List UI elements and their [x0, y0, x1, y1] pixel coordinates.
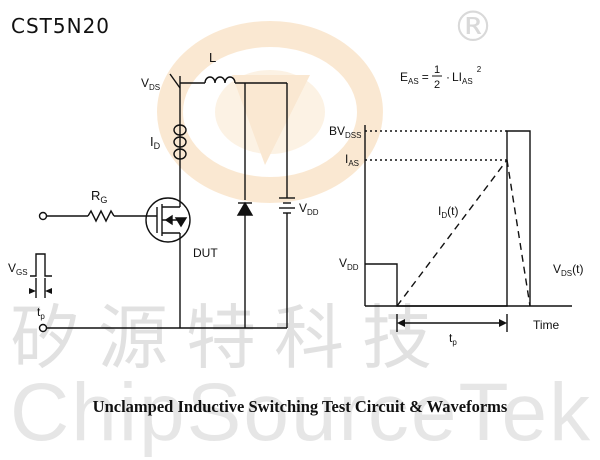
id-label: ID [150, 134, 161, 151]
diagram-stage: ® 矽源特科技 ChipSourceTek [8, 2, 590, 458]
svg-text:·LIAS2: ·LIAS2 [446, 65, 482, 86]
idt-label: ID(t) [438, 204, 458, 220]
circuit-tp-label: tp [37, 305, 45, 321]
circuit-tp-arrows [29, 288, 52, 294]
vds-waveform [365, 130, 531, 307]
gate-resistor-symbol [87, 209, 115, 223]
chinese-watermark: 矽源特科技 [10, 297, 450, 379]
bvdss-label: BVDSS [329, 124, 361, 140]
vds-label: VDS [141, 76, 160, 92]
mosfet-dut-symbol [145, 195, 191, 328]
svg-text:EAS=: EAS= [400, 70, 429, 86]
vgs-label: VGS [8, 261, 28, 277]
vds-terminal-line [169, 73, 181, 89]
dut-label: DUT [193, 246, 218, 260]
vgs-pulse-symbol [30, 253, 52, 277]
circuit-diagram: VDS L ID RG DUT VDD VGS tp EAS= 1 2 ·LIA… [8, 21, 583, 347]
part-number: CST5N20 [11, 14, 111, 38]
inductor-label: L [209, 50, 216, 65]
waveform-plot [364, 125, 572, 332]
logo-watermark [157, 21, 383, 203]
svg-text:2: 2 [434, 79, 440, 91]
id-waveform [396, 159, 508, 307]
current-probe-symbol [173, 124, 187, 160]
vdd-circuit-label: VDD [299, 201, 319, 217]
waveform-tp-arrows [397, 319, 507, 327]
vdst-label: VDS(t) [553, 262, 583, 278]
ground-terminal [38, 323, 48, 333]
diode-symbol [236, 201, 254, 216]
rg-label: RG [91, 188, 107, 205]
vdd-waveform-label: VDD [339, 256, 359, 272]
ias-label: IAS [345, 152, 359, 168]
registered-watermark: ® [452, 2, 494, 51]
figure-caption: Unclamped Inductive Switching Test Circu… [92, 397, 508, 416]
time-label: Time [533, 318, 560, 332]
eas-equation: EAS= 1 2 ·LIAS2 [400, 64, 482, 91]
gate-terminal [38, 211, 48, 221]
english-watermark: ChipSourceTek [10, 367, 593, 458]
svg-text:1: 1 [434, 64, 440, 76]
inductor-symbol [204, 76, 236, 84]
waveform-tp-label: tp [449, 331, 457, 347]
